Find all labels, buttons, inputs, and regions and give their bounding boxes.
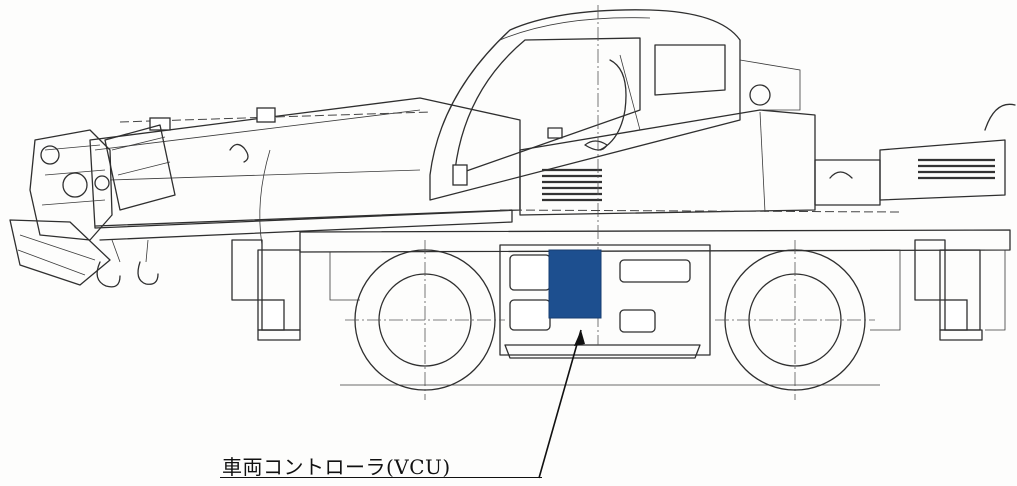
upper-structure: [499, 59, 1016, 216]
front-wheel: [345, 240, 505, 400]
carrier-chassis: [299, 229, 1011, 359]
callout-arrowhead: [574, 330, 585, 346]
operator-cab: [429, 9, 741, 201]
vcu-highlight-box: [548, 249, 602, 319]
outriggers: [231, 239, 1006, 341]
rear-wheel: [715, 240, 875, 400]
engine-louver-grille: [918, 158, 995, 180]
vcu-callout-label: 車両コントローラ(VCU): [222, 455, 451, 479]
boom-head-and-hook: [9, 124, 176, 288]
callout-underline: [220, 477, 542, 478]
callout-leader-line: [538, 329, 582, 479]
cab-louver-grille: [542, 168, 602, 202]
